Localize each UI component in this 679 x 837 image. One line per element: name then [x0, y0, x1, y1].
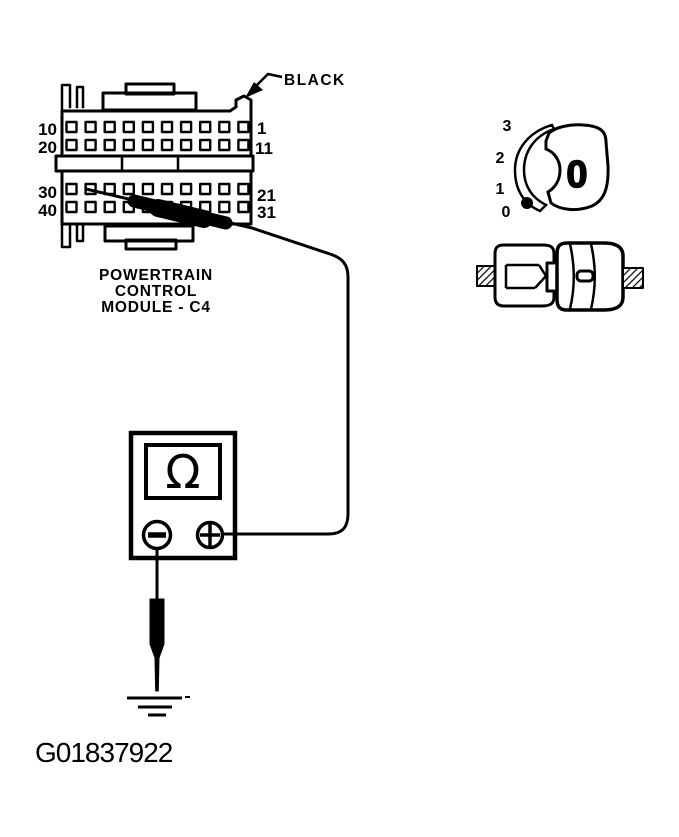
black-callout-arrow-icon — [245, 72, 283, 98]
pin-label-1: 1 — [257, 119, 266, 138]
disconnected-connector-icon — [476, 241, 644, 312]
connector-terminal-detail — [504, 263, 548, 290]
negative-terminal-icon — [141, 519, 173, 551]
connector-pin — [198, 138, 212, 152]
key-position-3: 3 — [503, 118, 512, 135]
key-position-1: 1 — [496, 181, 505, 198]
ignition-switch-indicator: 3 2 1 0 0 — [496, 118, 610, 221]
key-position-arc — [513, 123, 556, 213]
pcm-name-label: POWERTRAIN CONTROL MODULE - C4 — [99, 267, 213, 316]
connector-top-flange — [60, 83, 72, 113]
connector-pin — [141, 182, 155, 196]
connector-pin — [141, 120, 155, 134]
positive-test-lead — [84, 187, 350, 536]
connector-pin — [122, 138, 136, 152]
connector-pin — [198, 182, 212, 196]
negative-test-lead — [149, 548, 165, 692]
connector-pin — [218, 200, 231, 214]
connector-pin — [65, 120, 78, 134]
pcm-name-line-2: CONTROL — [115, 283, 197, 300]
connector-pin — [65, 200, 78, 214]
connector-pin — [237, 120, 250, 134]
connector-pin — [84, 138, 97, 152]
connector-top-half — [60, 94, 253, 158]
connector-pin — [103, 200, 116, 214]
pin-label-20: 20 — [38, 138, 57, 157]
connector-pin — [122, 120, 136, 134]
pcm-name-line-3: MODULE - C4 — [101, 299, 211, 316]
connector-pin — [237, 138, 250, 152]
ohmmeter-body — [128, 430, 238, 561]
positive-terminal-icon — [195, 520, 225, 550]
connector-middle-band — [54, 154, 255, 173]
positive-lead-wire — [84, 187, 350, 536]
wire-stub-right — [622, 267, 644, 289]
key-position-2: 2 — [496, 150, 505, 167]
key-face-marking: 0 — [566, 154, 587, 196]
key-position-0-marker — [521, 197, 533, 209]
connector-top-latch-base — [101, 91, 198, 112]
connector-pin — [84, 200, 97, 214]
ohm-symbol: Ω — [165, 445, 200, 499]
pin-label-10: 10 — [38, 120, 57, 139]
connector-pin — [103, 138, 116, 152]
connector-pin — [198, 120, 212, 134]
connector-body-contours — [568, 243, 596, 310]
connector-pin — [218, 138, 231, 152]
figure-id-label: G01837922 — [35, 737, 173, 768]
connector-bottom-flange-tab — [75, 222, 85, 243]
connector-slot — [575, 269, 595, 283]
connector-bottom-half — [60, 169, 253, 226]
negative-probe-body — [149, 598, 165, 692]
connector-pin — [141, 138, 155, 152]
connector-half-female — [555, 241, 625, 312]
ohmmeter-display — [144, 443, 222, 500]
connector-bottom-latch — [124, 238, 178, 251]
connector-pin — [179, 138, 193, 152]
connector-pin — [237, 182, 250, 196]
key-icon — [544, 123, 610, 212]
connector-pin — [218, 120, 231, 134]
pin-label-21: 21 — [257, 186, 276, 205]
connector-color-label: BLACK — [284, 72, 346, 89]
connector-pin — [237, 200, 250, 214]
pin-label-40: 40 — [38, 201, 57, 220]
ohmmeter: Ω — [128, 430, 238, 561]
connector-half-male — [493, 243, 556, 308]
key-position-0: 0 — [502, 204, 511, 221]
connector-pin — [160, 120, 174, 134]
ground-symbol-icon — [127, 696, 190, 717]
pcm-name-line-1: POWERTRAIN — [99, 267, 213, 284]
pin-label-30: 30 — [38, 183, 57, 202]
positive-probe-grip — [149, 199, 213, 228]
connector-pin — [122, 182, 136, 196]
pin-label-31: 31 — [257, 203, 276, 222]
connector-pin — [84, 120, 97, 134]
connector-pin — [65, 182, 78, 196]
connector-pin — [179, 120, 193, 134]
connector-bottom-flange — [60, 222, 72, 249]
connector-pin — [65, 138, 78, 152]
connector-pin-field — [65, 120, 250, 214]
connector-pin — [160, 138, 174, 152]
connector-pin — [103, 120, 116, 134]
connector-pin — [179, 182, 193, 196]
wire-stub-left — [476, 265, 496, 287]
pin-label-11: 11 — [255, 139, 273, 158]
connector-pin — [160, 182, 174, 196]
connector-top-flange-tab — [75, 85, 85, 109]
connector-pin — [218, 182, 231, 196]
